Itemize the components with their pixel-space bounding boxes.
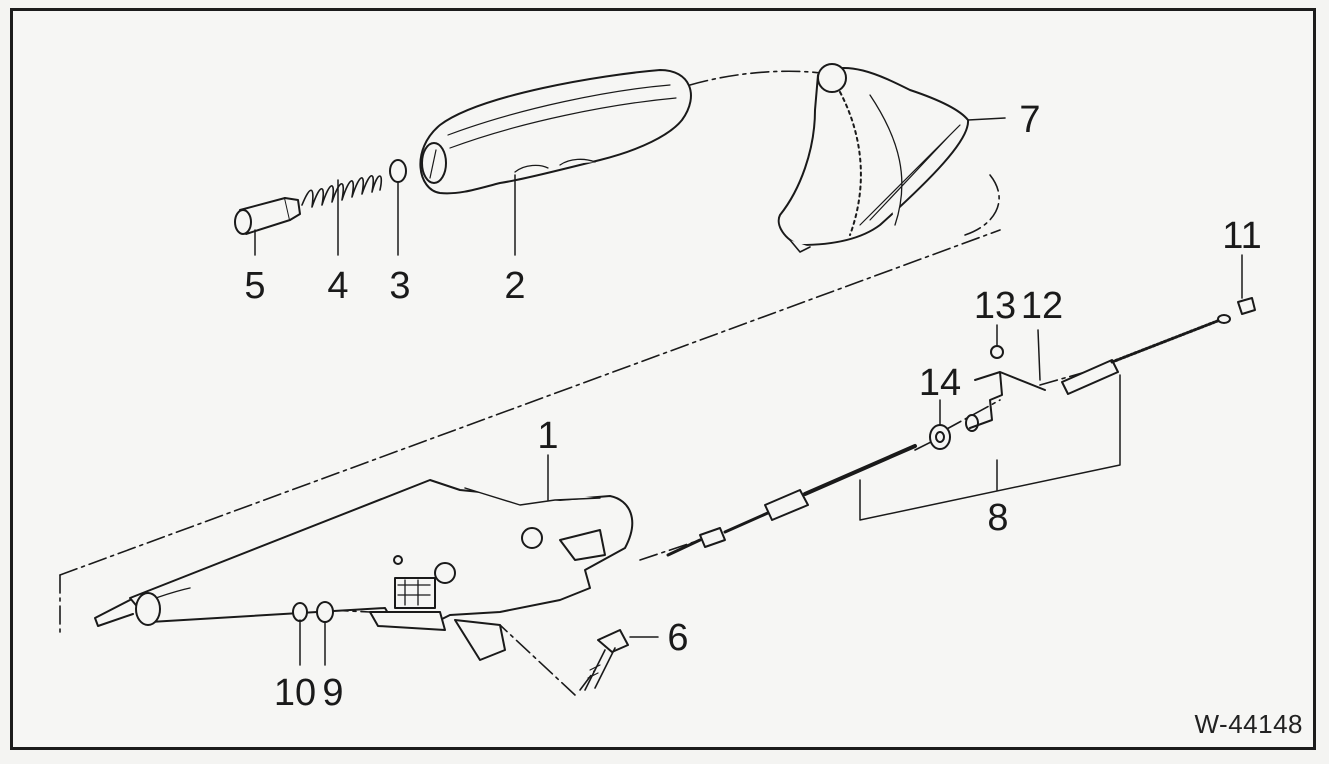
callout-10: 10 [274,672,316,714]
handle-grip [419,69,692,195]
callout-leaders [254,117,1243,666]
figure-reference-code: W-44148 [1194,709,1303,739]
compression-spring [301,174,383,208]
callout-12: 12 [1021,285,1063,327]
hex-nut [316,601,334,623]
cable-grommet [929,424,951,450]
clip-fastener [990,345,1004,359]
cable-end-clip [1237,297,1256,315]
bolt [584,629,629,691]
washer-small [292,602,308,622]
callout-1: 1 [537,415,558,457]
callout-4: 4 [327,265,348,307]
lever-boot [777,63,970,253]
callout-9: 9 [322,672,343,714]
callout-11: 11 [1222,215,1261,257]
washer [389,159,407,183]
callout-5: 5 [244,265,265,307]
callout-labels: 1 2 3 4 5 6 7 8 9 10 11 12 13 14 [244,99,1261,714]
callout-6: 6 [667,617,688,659]
callout-3: 3 [389,265,410,307]
push-button [234,197,301,235]
callout-8: 8 [987,497,1008,539]
retaining-clip [969,371,1046,429]
brake-cable [666,314,1231,557]
callout-2: 2 [504,265,525,307]
lever-assembly [94,479,634,661]
callout-14: 14 [919,362,961,404]
callout-13: 13 [974,285,1016,327]
callout-7: 7 [1019,99,1040,141]
